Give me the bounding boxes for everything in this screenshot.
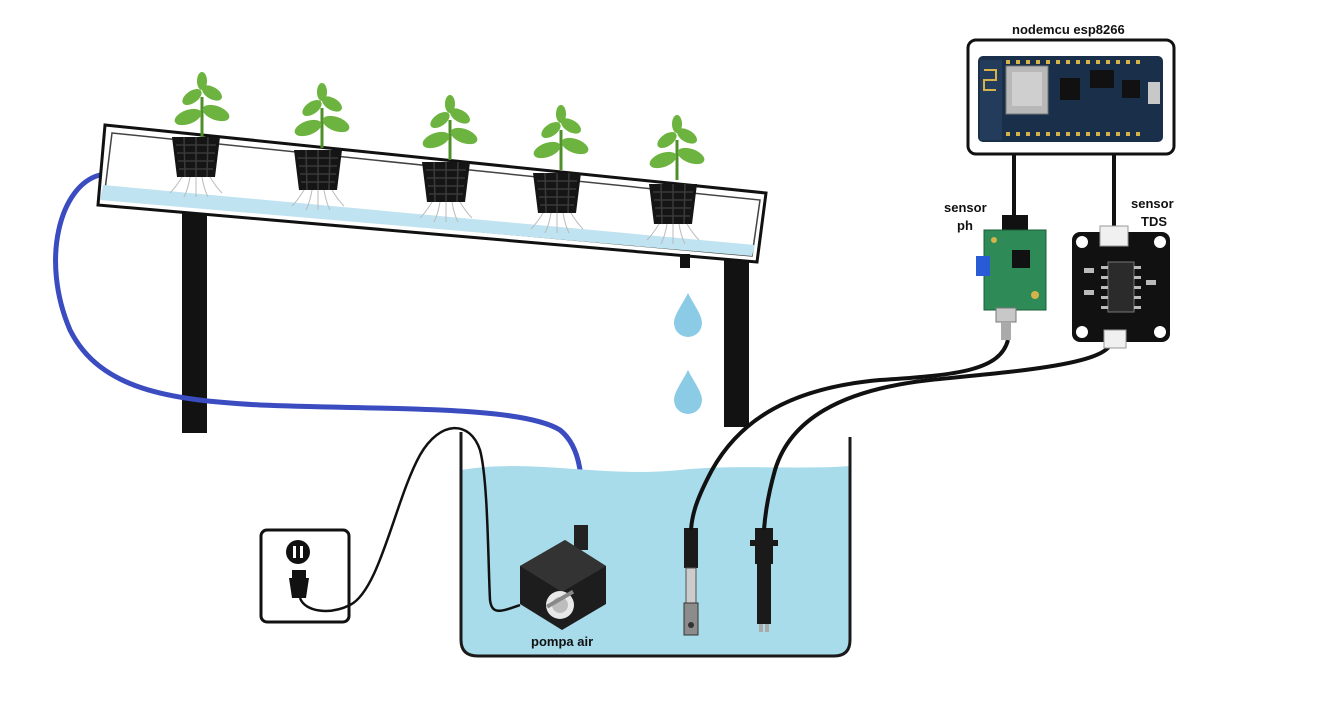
plant-icon [418,93,482,162]
ph-sensor-module [976,215,1047,340]
water-droplet-icon [674,370,702,414]
sensor-ph-label-line1: sensor [944,200,987,215]
tds-sensor-cable [762,343,1112,531]
nodemcu-board-icon [966,38,1176,156]
plant-icon [170,70,234,139]
plug-icon [289,570,309,598]
plant-icon [529,103,593,172]
sensor-ph-label-line2: ph [957,218,973,233]
pump-label: pompa air [531,634,593,649]
water-hose [53,172,585,533]
water-droplet-icon [674,293,702,337]
nodemcu-label: nodemcu esp8266 [1012,22,1125,37]
channel-support-leg-right [724,255,749,427]
power-cable [298,426,521,613]
water-pump-icon [520,525,606,630]
tds-sensor-module [1072,225,1170,349]
plant-icon [645,113,709,182]
ph-sensor-cable [689,339,1010,531]
tds-probe-icon [750,528,778,632]
channel-support-leg-left [182,205,207,433]
plant-icon [290,81,354,150]
sensor-tds-label-line1: sensor [1131,196,1174,211]
drain-outlet [680,254,690,268]
water-reservoir [459,432,852,658]
ph-probe-icon [683,528,699,636]
sensor-tds-label-line2: TDS [1141,214,1167,229]
